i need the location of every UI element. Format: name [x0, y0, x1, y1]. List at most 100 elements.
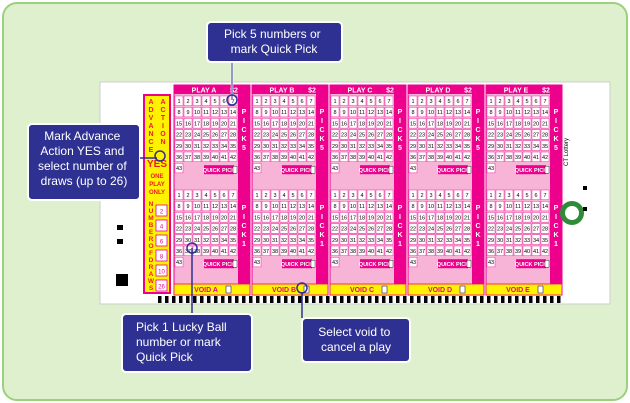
number-box[interactable] [453, 106, 463, 118]
number-box[interactable] [513, 140, 523, 151]
number-box[interactable] [486, 212, 496, 223]
number-box[interactable] [531, 200, 541, 212]
number-box[interactable] [426, 140, 436, 151]
number-box[interactable] [348, 200, 358, 212]
number-box[interactable] [531, 151, 541, 162]
number-box[interactable] [279, 106, 289, 118]
number-box[interactable] [210, 106, 220, 118]
number-box[interactable] [297, 212, 307, 223]
number-box[interactable] [270, 189, 280, 200]
quick-pick-checkbox[interactable] [544, 165, 550, 174]
number-box[interactable] [408, 95, 418, 106]
number-box[interactable] [366, 95, 376, 106]
number-box[interactable] [504, 140, 514, 151]
number-box[interactable] [486, 95, 496, 106]
number-box[interactable] [531, 245, 541, 256]
number-box[interactable] [219, 245, 229, 256]
number-box[interactable] [513, 118, 523, 129]
number-box[interactable] [417, 223, 427, 234]
number-box[interactable] [261, 189, 271, 200]
number-box[interactable] [201, 106, 211, 118]
number-box[interactable] [540, 212, 550, 223]
number-box[interactable] [330, 245, 340, 256]
number-box[interactable] [513, 151, 523, 162]
number-box[interactable] [435, 129, 445, 140]
number-box[interactable] [540, 245, 550, 256]
number-box[interactable] [348, 118, 358, 129]
number-box[interactable] [453, 95, 463, 106]
void-checkbox[interactable] [225, 285, 232, 294]
number-box[interactable] [408, 234, 418, 245]
number-box[interactable] [495, 129, 505, 140]
number-box[interactable] [495, 212, 505, 223]
number-box[interactable] [408, 212, 418, 223]
number-box[interactable] [252, 257, 262, 268]
number-box[interactable] [444, 212, 454, 223]
number-box[interactable] [288, 212, 298, 223]
number-box[interactable] [270, 234, 280, 245]
number-box[interactable] [435, 212, 445, 223]
number-box[interactable] [270, 245, 280, 256]
number-box[interactable] [228, 223, 238, 234]
number-box[interactable] [504, 245, 514, 256]
number-box[interactable] [174, 95, 184, 106]
number-box[interactable] [417, 106, 427, 118]
number-box[interactable] [279, 212, 289, 223]
number-box[interactable] [210, 189, 220, 200]
number-box[interactable] [306, 189, 316, 200]
number-box[interactable] [183, 140, 193, 151]
number-box[interactable] [252, 140, 262, 151]
number-box[interactable] [366, 223, 376, 234]
number-box[interactable] [306, 200, 316, 212]
number-box[interactable] [279, 200, 289, 212]
number-box[interactable] [297, 95, 307, 106]
number-box[interactable] [486, 223, 496, 234]
number-box[interactable] [435, 189, 445, 200]
number-box[interactable] [513, 95, 523, 106]
number-box[interactable] [426, 118, 436, 129]
number-box[interactable] [192, 140, 202, 151]
number-box[interactable] [453, 223, 463, 234]
number-box[interactable] [384, 212, 394, 223]
number-box[interactable] [288, 95, 298, 106]
number-box[interactable] [540, 223, 550, 234]
number-box[interactable] [228, 200, 238, 212]
number-box[interactable] [174, 162, 184, 174]
number-box[interactable] [357, 151, 367, 162]
number-box[interactable] [375, 234, 385, 245]
number-box[interactable] [306, 234, 316, 245]
number-box[interactable] [495, 245, 505, 256]
number-box[interactable] [462, 95, 472, 106]
number-box[interactable] [495, 189, 505, 200]
number-box[interactable] [384, 200, 394, 212]
number-box[interactable] [408, 151, 418, 162]
number-box[interactable] [297, 106, 307, 118]
number-box[interactable] [174, 118, 184, 129]
number-box[interactable] [462, 151, 472, 162]
number-box[interactable] [252, 129, 262, 140]
number-box[interactable] [339, 129, 349, 140]
number-box[interactable] [288, 106, 298, 118]
number-box[interactable] [531, 223, 541, 234]
number-box[interactable] [426, 245, 436, 256]
number-box[interactable] [435, 106, 445, 118]
number-box[interactable] [348, 223, 358, 234]
number-box[interactable] [348, 234, 358, 245]
number-box[interactable] [495, 223, 505, 234]
number-box[interactable] [375, 140, 385, 151]
number-box[interactable] [210, 140, 220, 151]
number-box[interactable] [444, 129, 454, 140]
number-box[interactable] [384, 234, 394, 245]
number-box[interactable] [375, 223, 385, 234]
number-box[interactable] [444, 189, 454, 200]
number-box[interactable] [174, 234, 184, 245]
number-box[interactable] [531, 189, 541, 200]
number-box[interactable] [444, 140, 454, 151]
number-box[interactable] [366, 151, 376, 162]
number-box[interactable] [261, 200, 271, 212]
number-box[interactable] [252, 106, 262, 118]
number-box[interactable] [522, 234, 532, 245]
number-box[interactable] [540, 106, 550, 118]
draw-option-box[interactable] [155, 279, 168, 292]
number-box[interactable] [252, 234, 262, 245]
